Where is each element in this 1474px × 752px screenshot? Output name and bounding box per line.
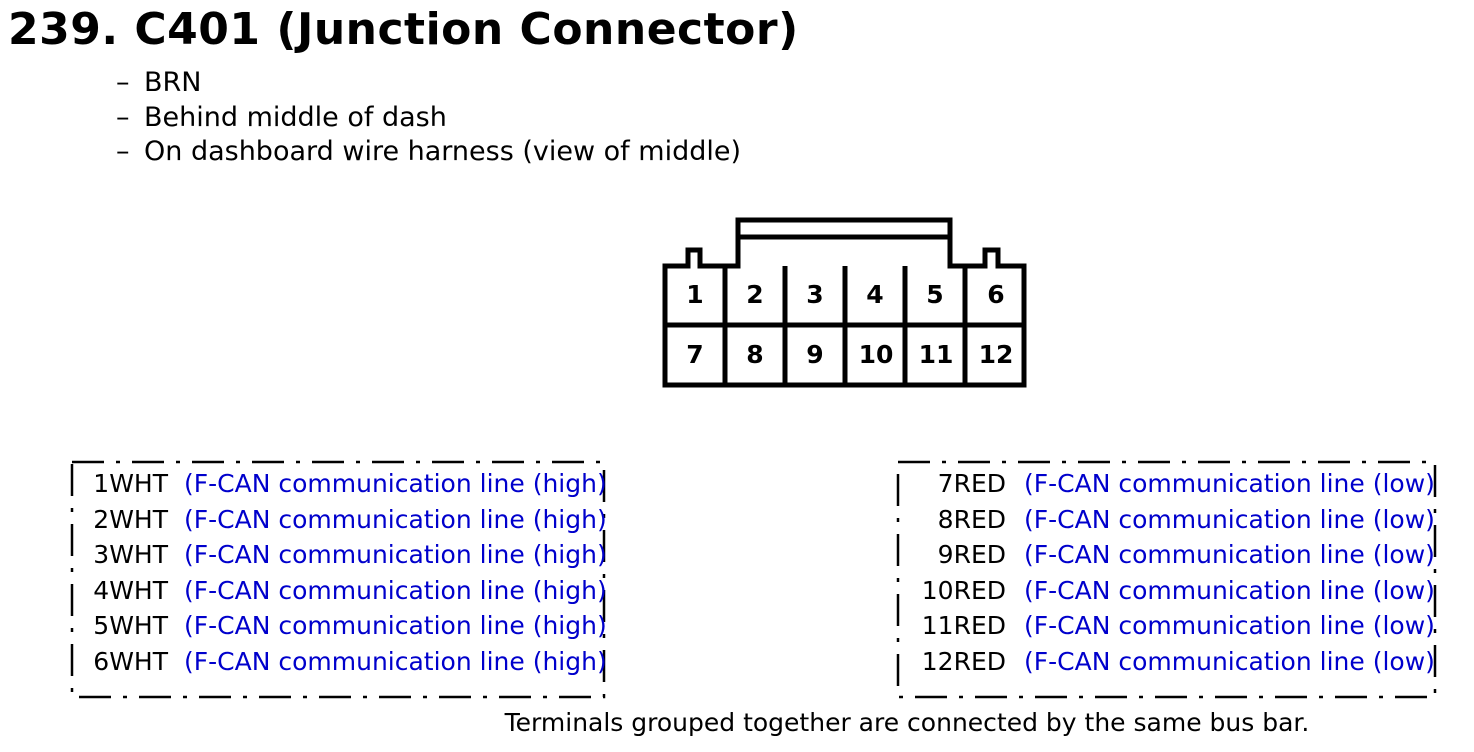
pin-label: 10RED <box>921 575 1006 605</box>
note-text: BRN <box>144 67 202 98</box>
pin-label: 9RED <box>937 540 1006 570</box>
connector-outline <box>662 217 1027 388</box>
terminal-number: 6 <box>987 280 1004 309</box>
terminal-number: 10 <box>859 340 894 369</box>
note-location: –Behind middle of dash <box>116 101 741 136</box>
pin-description: (F-CAN communication line (high) <box>184 469 607 498</box>
pin-label: 4WHT <box>93 575 168 605</box>
terminal-number: 2 <box>746 280 763 309</box>
pin-row: 12RED (F-CAN communication line (low) <box>898 644 1468 680</box>
pin-row: 4WHT (F-CAN communication line (high) <box>72 573 662 609</box>
pin-description: (F-CAN communication line (high) <box>184 540 607 570</box>
pin-label: 8RED <box>937 504 1006 534</box>
bus-group-low: 7RED (F-CAN communication line (low) 8RED… <box>898 466 1468 680</box>
note-dash: – <box>116 101 130 133</box>
pin-description: (F-CAN communication line (low) <box>1024 646 1435 676</box>
pin-description: (F-CAN communication line (low) <box>1024 469 1435 498</box>
terminal-number: 7 <box>686 340 703 369</box>
bus-group-high: 1WHT (F-CAN communication line (high) 2WH… <box>72 466 662 680</box>
pin-row: 10RED (F-CAN communication line (low) <box>898 573 1468 609</box>
pin-row: 3WHT (F-CAN communication line (high) <box>72 537 662 573</box>
terminal-number: 11 <box>919 340 954 369</box>
pin-row: 9RED (F-CAN communication line (low) <box>898 537 1468 573</box>
pin-row: 5WHT (F-CAN communication line (high) <box>72 608 662 644</box>
pin-description: (F-CAN communication line (high) <box>184 504 607 534</box>
pin-label: 12RED <box>921 646 1006 676</box>
connector-notes: –BRN –Behind middle of dash –On dashboar… <box>116 66 741 170</box>
pin-row: 7RED (F-CAN communication line (low) <box>898 466 1468 502</box>
pin-label: 5WHT <box>93 611 168 641</box>
pin-label: 7RED <box>937 469 1006 498</box>
pin-label: 2WHT <box>93 504 168 534</box>
pin-description: (F-CAN communication line (low) <box>1024 540 1435 570</box>
pin-row: 6WHT (F-CAN communication line (high) <box>72 644 662 680</box>
terminal-number: 5 <box>926 280 943 309</box>
terminal-number: 3 <box>806 280 823 309</box>
pin-label: 11RED <box>921 611 1006 641</box>
terminal-number: 8 <box>746 340 763 369</box>
pin-description: (F-CAN communication line (low) <box>1024 575 1435 605</box>
note-dash: – <box>116 67 130 98</box>
note-dash: – <box>116 136 130 167</box>
terminal-number: 12 <box>979 340 1014 369</box>
note-color: –BRN <box>116 66 741 101</box>
pin-row: 11RED (F-CAN communication line (low) <box>898 608 1468 644</box>
terminal-number: 1 <box>686 280 703 309</box>
note-harness: –On dashboard wire harness (view of midd… <box>116 135 741 170</box>
bus-bar-footnote: Terminals grouped together are connected… <box>504 708 1310 737</box>
pin-label: 1WHT <box>93 469 168 498</box>
pin-label: 6WHT <box>93 646 168 676</box>
terminal-number: 9 <box>806 340 823 369</box>
pin-description: (F-CAN communication line (high) <box>184 611 607 641</box>
pin-row: 1WHT (F-CAN communication line (high) <box>72 466 662 502</box>
pin-label: 3WHT <box>93 540 168 570</box>
pin-description: (F-CAN communication line (low) <box>1024 504 1435 534</box>
page-title: 239. C401 (Junction Connector) <box>8 4 799 55</box>
note-text: Behind middle of dash <box>144 101 447 133</box>
terminal-number: 4 <box>866 280 883 309</box>
pin-description: (F-CAN communication line (high) <box>184 575 607 605</box>
pin-description: (F-CAN communication line (low) <box>1024 611 1435 641</box>
pin-description: (F-CAN communication line (high) <box>184 646 607 676</box>
pin-row: 2WHT (F-CAN communication line (high) <box>72 502 662 538</box>
pin-row: 8RED (F-CAN communication line (low) <box>898 502 1468 538</box>
note-text: On dashboard wire harness (view of middl… <box>144 136 741 167</box>
